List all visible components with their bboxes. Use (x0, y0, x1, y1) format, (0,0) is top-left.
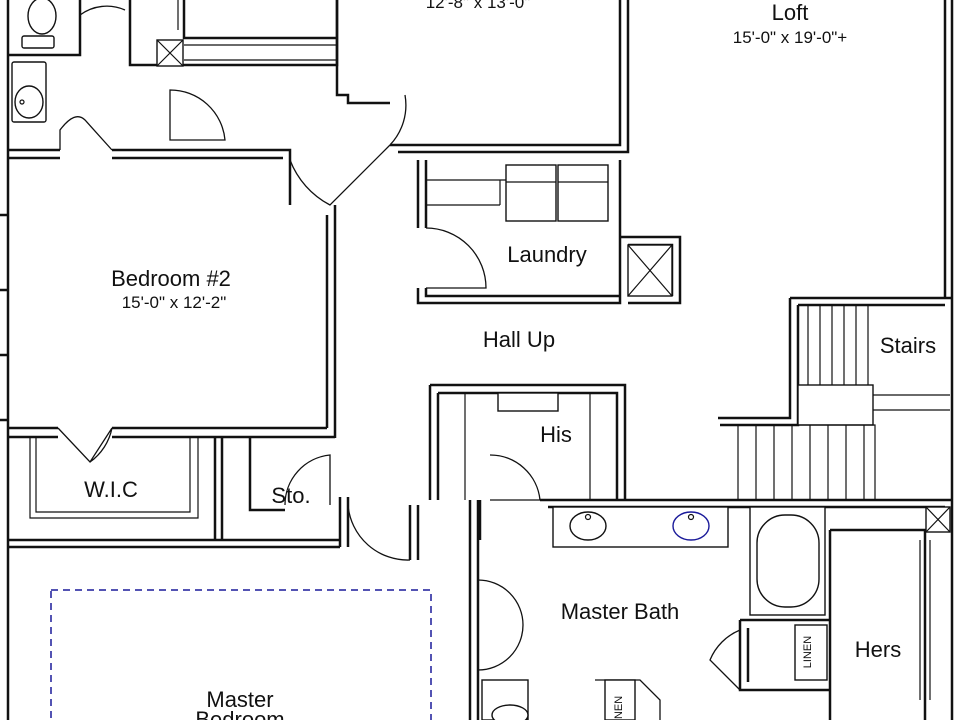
linen-label: LINEN (802, 636, 814, 668)
bedroom2-dims: 15'-0" x 12'-2" (122, 293, 227, 312)
top-room-dims: 12'-8" x 13'-0" (426, 0, 531, 12)
washer-dryer-icon (505, 164, 609, 222)
bed-outline (50, 589, 432, 720)
stairs-name: Stairs (880, 333, 936, 358)
master-bedroom-line1: Master (206, 687, 273, 712)
door-swings (57, 5, 741, 720)
stairs-treads (720, 305, 950, 500)
master-bath-name: Master Bath (561, 599, 680, 624)
fixtures: LINEN LINEN (11, 0, 951, 720)
toilet-icon (21, 0, 57, 49)
loft-dims: 15'-0" x 19'-0"+ (733, 28, 848, 47)
room-labels: 12'-8" x 13'-0" Loft 15'-0" x 19'-0"+ Be… (84, 0, 936, 720)
bedroom2-name: Bedroom #2 (111, 266, 231, 291)
hers-name: Hers (855, 637, 901, 662)
hall-name: Hall Up (483, 327, 555, 352)
sink-icon (11, 61, 47, 123)
hers-chase-icon (925, 506, 951, 533)
his-name: His (540, 422, 572, 447)
laundry-name: Laundry (507, 242, 587, 267)
bathtub-icon (749, 506, 826, 616)
bottom-toilet-icon (481, 679, 529, 720)
loft-name: Loft (772, 0, 809, 25)
storage-name: Sto. (271, 483, 310, 508)
laundry-chase-icon (627, 244, 673, 297)
wic-name: W.I.C (84, 477, 138, 502)
linen-label-2: LINEN (613, 696, 625, 720)
master-bedroom-line2: Bedroom (195, 707, 284, 720)
chase-icon (156, 39, 184, 67)
vanity-icon (552, 506, 729, 548)
